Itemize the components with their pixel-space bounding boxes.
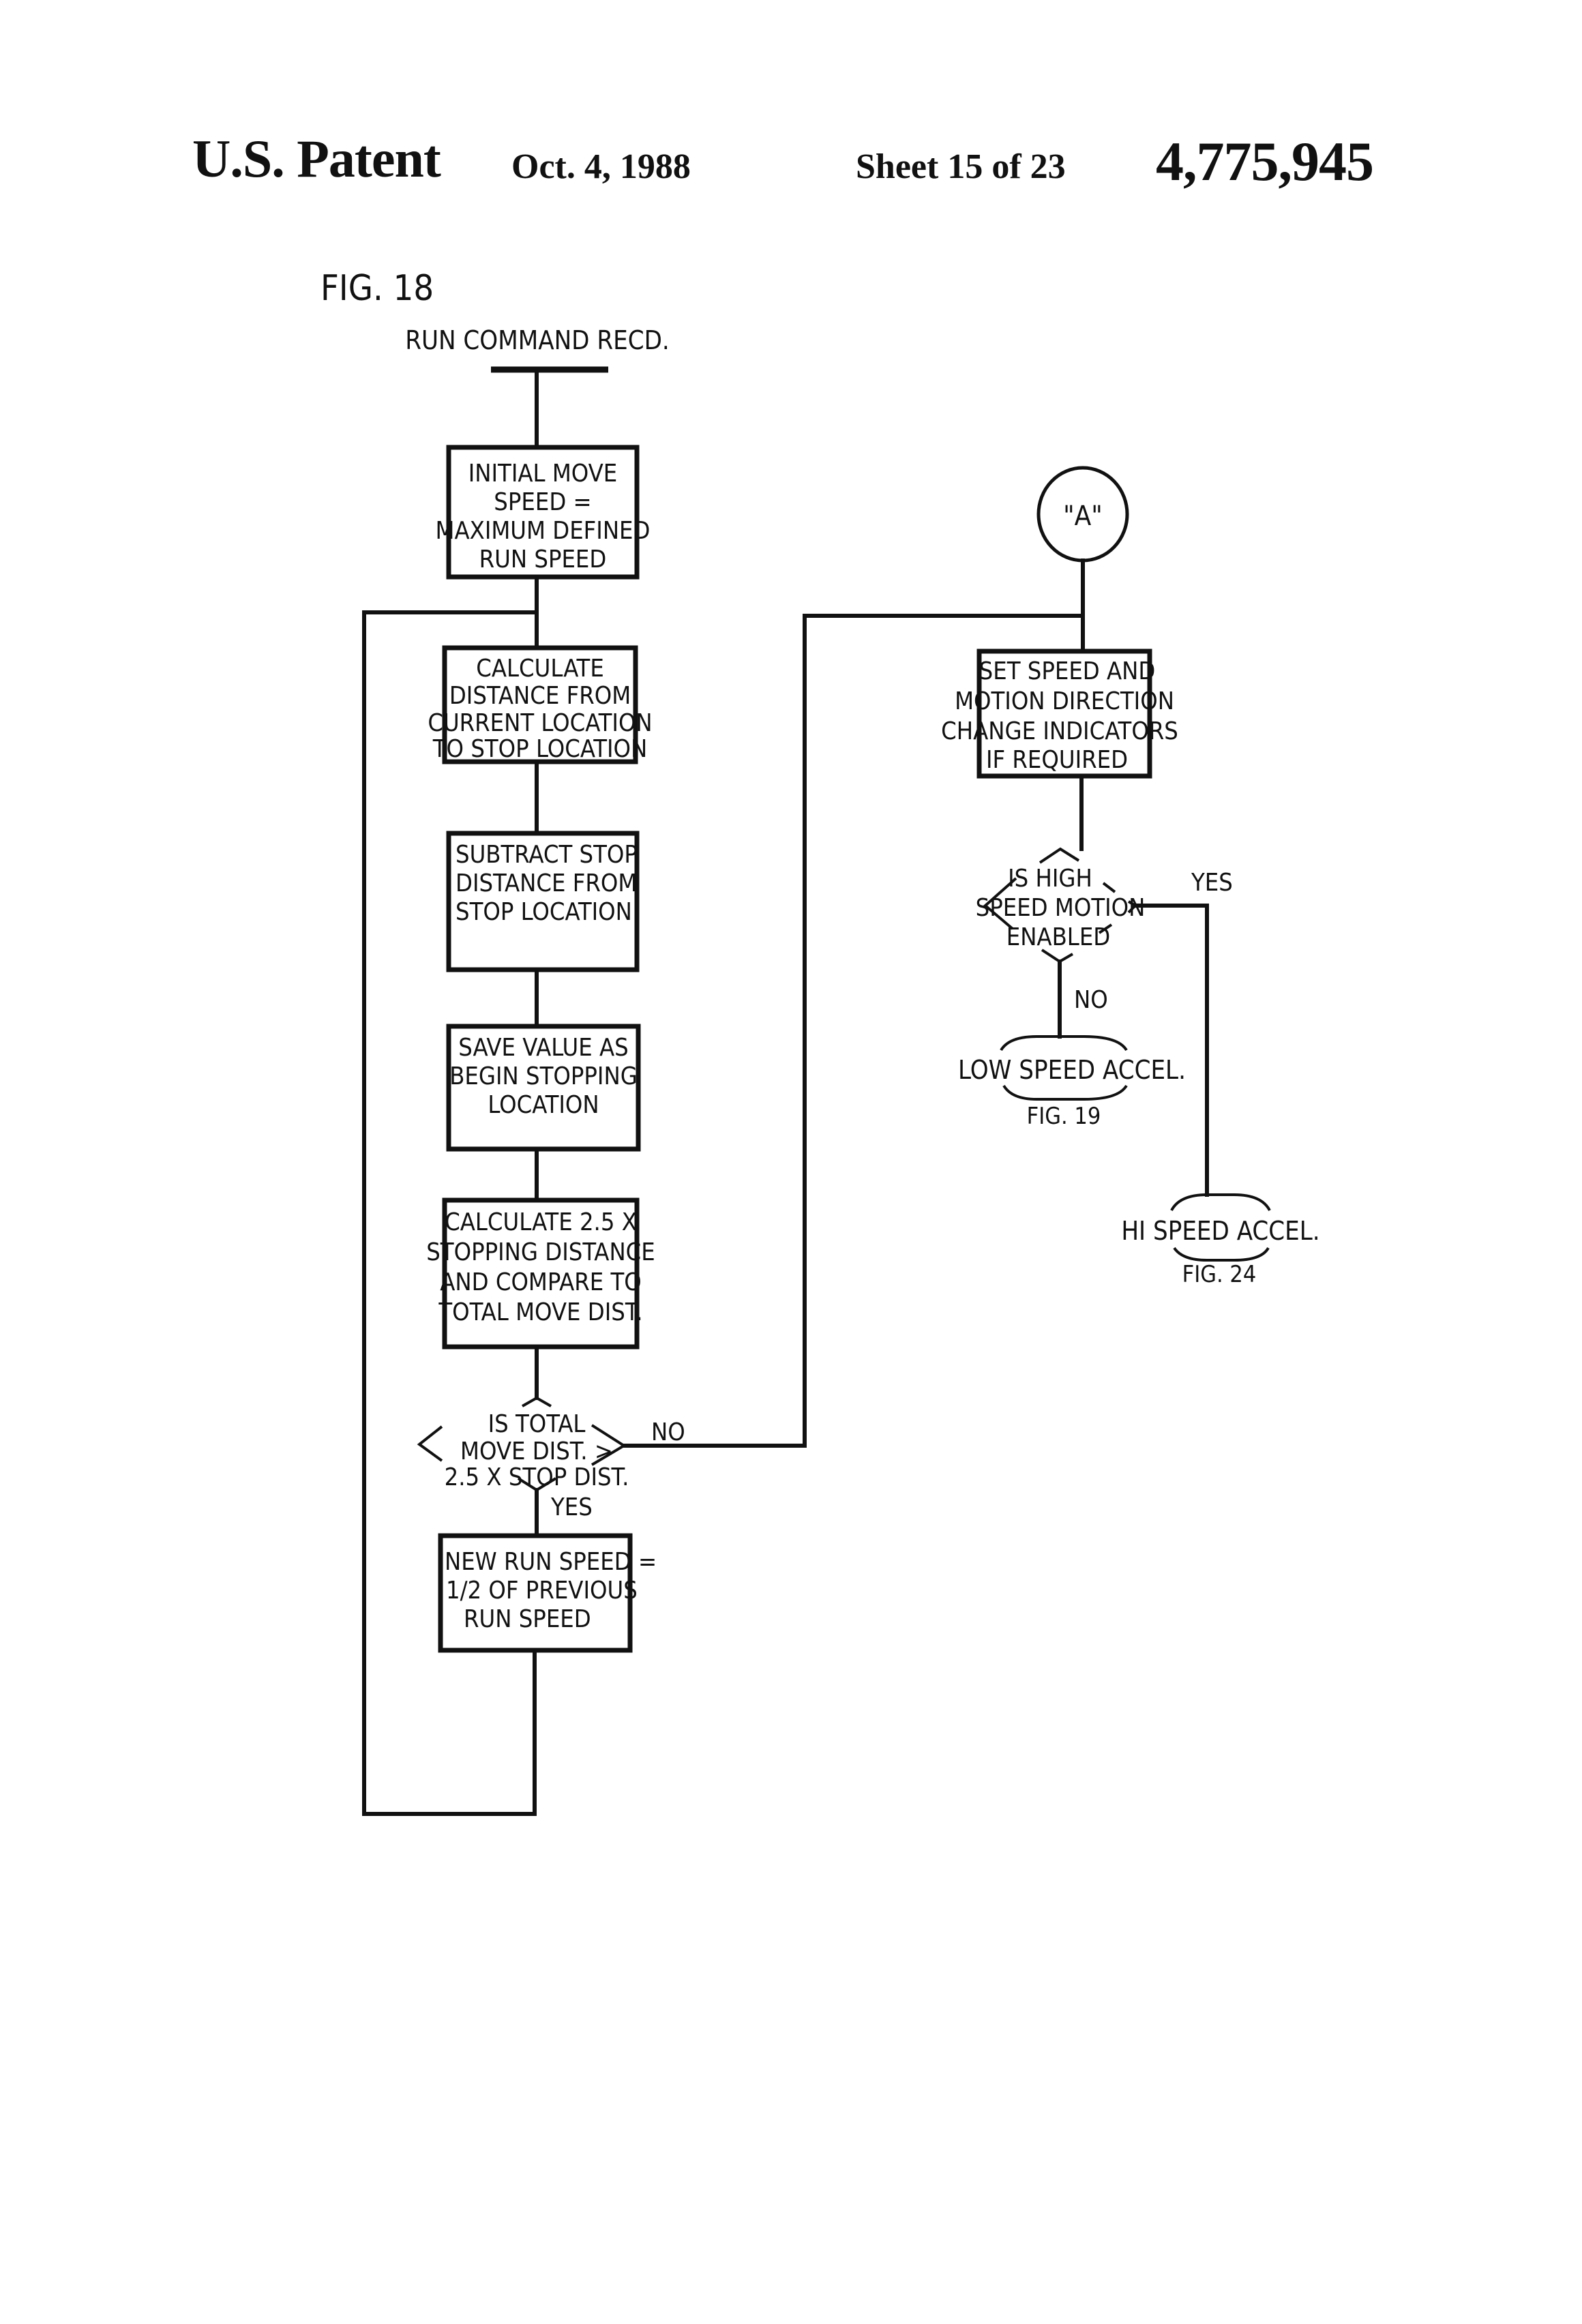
decision-line: IS TOTAL bbox=[488, 1410, 586, 1438]
box-initial-move-speed: INITIAL MOVE SPEED = MAXIMUM DEFINED RUN… bbox=[436, 447, 651, 577]
box-line: SAVE VALUE AS bbox=[458, 1034, 628, 1062]
box-line: AND COMPARE TO bbox=[440, 1268, 642, 1296]
decision-line: IS HIGH bbox=[1008, 865, 1092, 893]
decision-high-speed-enabled: IS HIGH SPEED MOTION ENABLED bbox=[976, 849, 1146, 962]
box-line: STOP LOCATION bbox=[456, 898, 632, 926]
box-line: 1/2 OF PREVIOUS bbox=[446, 1577, 638, 1605]
box-line: CHANGE INDICATORS bbox=[941, 717, 1178, 745]
decision-yes-label: YES bbox=[550, 1493, 593, 1521]
box-line: MOTION DIRECTION bbox=[955, 687, 1174, 715]
box-line: RUN SPEED bbox=[464, 1605, 591, 1633]
decision-line: ENABLED bbox=[1006, 923, 1111, 951]
box-line: STOPPING DISTANCE bbox=[426, 1238, 655, 1266]
box-line: TOTAL MOVE DIST. bbox=[438, 1298, 642, 1326]
terminal-label: HI SPEED ACCEL. bbox=[1121, 1216, 1319, 1246]
terminal-hi-speed-accel: HI SPEED ACCEL. FIG. 24 bbox=[1121, 1195, 1319, 1288]
connector-a: "A" bbox=[1039, 468, 1127, 561]
decision-total-move-distance: IS TOTAL MOVE DIST. > 2.5 X STOP DIST. bbox=[419, 1398, 629, 1491]
yes-path-line bbox=[1135, 906, 1207, 1195]
box-save-value: SAVE VALUE AS BEGIN STOPPING LOCATION bbox=[449, 1026, 638, 1149]
decision-line: MOVE DIST. > bbox=[460, 1437, 613, 1465]
box-line: CALCULATE bbox=[476, 655, 604, 683]
decision-no-label: NO bbox=[1074, 986, 1108, 1014]
box-set-speed-direction: SET SPEED AND MOTION DIRECTION CHANGE IN… bbox=[941, 651, 1178, 776]
box-subtract-stop-distance: SUBTRACT STOP DISTANCE FROM STOP LOCATIO… bbox=[449, 833, 638, 970]
box-line: IF REQUIRED bbox=[986, 746, 1128, 774]
box-calculate-2-5x: CALCULATE 2.5 X STOPPING DISTANCE AND CO… bbox=[426, 1200, 655, 1347]
box-calculate-distance: CALCULATE DISTANCE FROM CURRENT LOCATION… bbox=[428, 648, 652, 763]
terminal-ref: FIG. 24 bbox=[1182, 1261, 1257, 1288]
box-line: SUBTRACT STOP bbox=[456, 841, 638, 869]
terminal-low-speed-accel: LOW SPEED ACCEL. FIG. 19 bbox=[958, 1037, 1186, 1130]
box-line: LOCATION bbox=[488, 1091, 599, 1119]
terminal-label: LOW SPEED ACCEL. bbox=[958, 1055, 1186, 1085]
box-line: SPEED = bbox=[494, 488, 591, 516]
box-line: CURRENT LOCATION bbox=[428, 709, 652, 737]
decision-line: 2.5 X STOP DIST. bbox=[445, 1463, 629, 1491]
box-line: RUN SPEED bbox=[479, 546, 607, 573]
box-line: CALCULATE 2.5 X bbox=[445, 1208, 637, 1236]
connector-label: "A" bbox=[1063, 501, 1103, 532]
start-label: RUN COMMAND RECD. bbox=[405, 325, 670, 355]
decision-no-label: NO bbox=[651, 1418, 685, 1446]
decision-yes-label: YES bbox=[1191, 869, 1233, 897]
box-line: DISTANCE FROM bbox=[456, 869, 637, 897]
box-line: SET SPEED AND bbox=[979, 657, 1156, 685]
figure-label: FIG. 18 bbox=[320, 268, 434, 309]
terminal-ref: FIG. 19 bbox=[1027, 1103, 1101, 1130]
box-line: BEGIN STOPPING bbox=[449, 1062, 638, 1090]
box-line: NEW RUN SPEED = bbox=[445, 1548, 657, 1576]
box-line: MAXIMUM DEFINED bbox=[436, 517, 651, 545]
box-line: DISTANCE FROM bbox=[449, 682, 631, 710]
box-line: INITIAL MOVE bbox=[468, 460, 618, 488]
box-line: TO STOP LOCATION bbox=[432, 735, 647, 763]
decision-line: SPEED MOTION bbox=[976, 894, 1146, 922]
box-new-run-speed: NEW RUN SPEED = 1/2 OF PREVIOUS RUN SPEE… bbox=[441, 1536, 657, 1650]
